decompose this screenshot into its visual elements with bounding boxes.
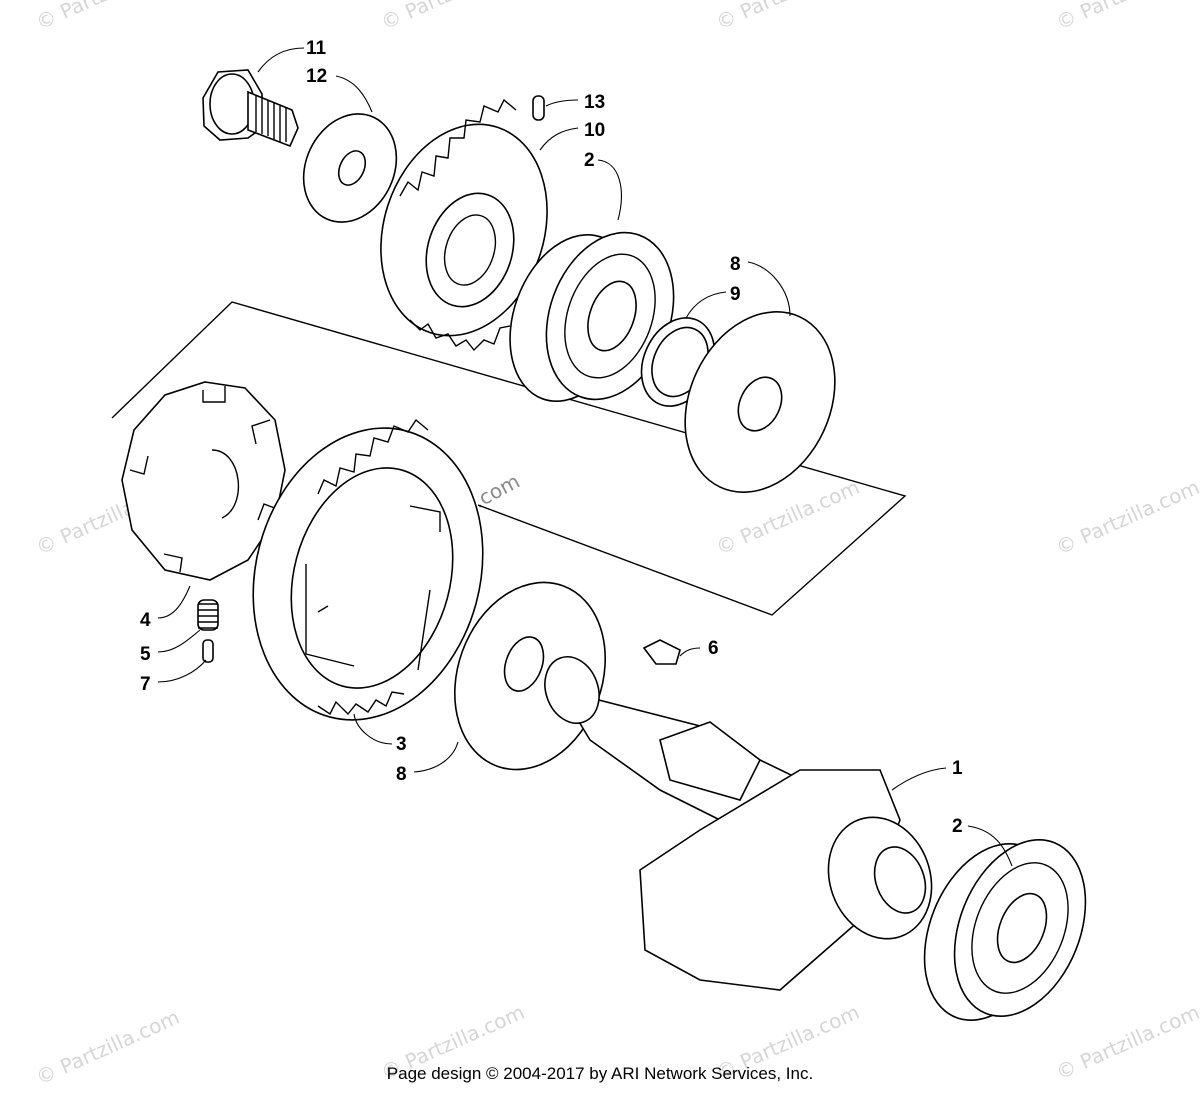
callout-4: 4 [140,610,151,631]
watermark-text: © Partzilla.com [712,0,863,35]
callout-10: 10 [584,120,605,141]
watermark-text: © Partzilla.com [32,0,183,35]
callout-3: 3 [396,734,407,755]
callout-5: 5 [140,644,151,665]
leader-lines [157,47,1013,867]
group-outline [111,301,907,616]
washer-part-8-bottom [453,581,607,771]
spring-part-5 [197,599,219,631]
callout-7: 7 [140,674,151,695]
callout-13: 13 [584,92,605,113]
callout-8-bottom: 8 [396,764,407,785]
callout-8-top: 8 [730,254,741,275]
footer-copyright: Page design © 2004-2017 by ARI Network S… [386,1064,814,1083]
callout-1: 1 [952,758,963,779]
callout-11: 11 [306,38,327,59]
callout-2-bottom: 2 [952,816,963,837]
washer-part-8-top [684,311,836,493]
pin-part-13 [532,95,545,121]
washer-part-12 [302,113,398,223]
watermark-text: © Partzilla.com [1052,0,1200,35]
callouts: 11 12 13 10 2 8 9 4 5 7 6 3 8 1 2 [140,38,963,837]
callout-6: 6 [708,638,719,659]
plate-part-4 [121,381,286,581]
watermark-text: © Partzilla.com [1052,475,1200,560]
shaft-part-1 [544,656,933,991]
bearing-part-2-top [509,231,675,403]
bearing-part-2-bottom [923,838,1087,1022]
callout-2-top: 2 [584,150,595,171]
gear-part-10 [380,98,548,352]
gear-part-3 [252,418,484,721]
callout-9: 9 [730,284,741,305]
watermark-text: © Partzilla.com [377,0,528,35]
pin-part-7 [202,639,214,663]
key-part-6 [642,639,681,665]
callout-12: 12 [306,66,327,87]
bolt-part-11 [202,69,299,148]
